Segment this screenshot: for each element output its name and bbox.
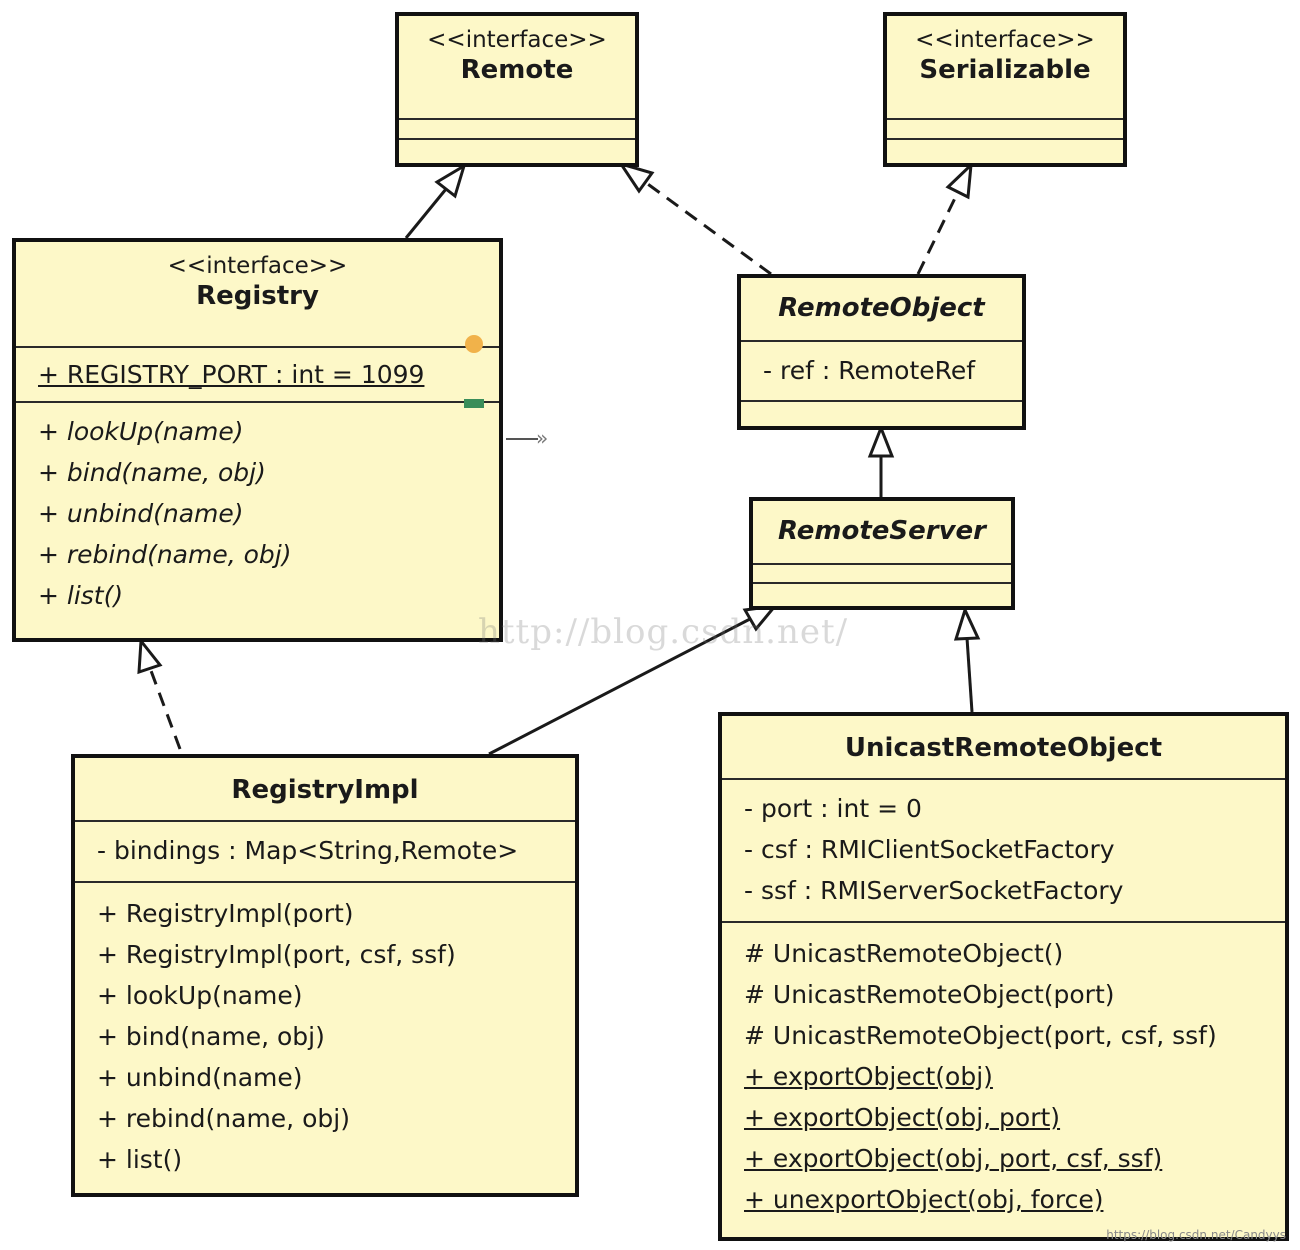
class-serializable[interactable]: <<interface>> Serializable: [883, 12, 1127, 167]
registry-extends-remote-arrowhead: [434, 162, 467, 199]
serializable-stereotype: <<interface>>: [915, 27, 1095, 53]
registry-extends-remote-line: [404, 188, 448, 239]
unicast-remote-object-operation: + unexportObject(obj, force): [744, 1185, 1104, 1214]
unicast-extends-remoteserver-line: [965, 637, 974, 713]
registry-operation: + unbind(name): [38, 499, 244, 528]
registry-impl-attribute: - bindings : Map<String,Remote>: [97, 836, 519, 865]
unicast-remote-object-attribute: - port : int = 0: [744, 794, 922, 823]
unicast-remote-object-attributes: - port : int = 0 - csf : RMIClientSocket…: [722, 780, 1285, 923]
registry-impl-operation: + bind(name, obj): [97, 1022, 325, 1051]
corner-watermark-text: https://blog.csdn.net/Candyys: [1106, 1228, 1286, 1242]
remote-object-attribute: - ref : RemoteRef: [763, 356, 976, 385]
remoteobject-implements-remote-line: [644, 180, 772, 276]
unicast-remote-object-attribute: - csf : RMIClientSocketFactory: [744, 835, 1115, 864]
class-remote-server[interactable]: RemoteServer: [749, 497, 1015, 610]
unicast-remote-object-operation: # UnicastRemoteObject(port, csf, ssf): [744, 1021, 1217, 1050]
unicast-remote-object-operations: # UnicastRemoteObject() # UnicastRemoteO…: [722, 923, 1285, 1224]
class-remote[interactable]: <<interface>> Remote: [395, 12, 639, 167]
green-selection-handle-icon[interactable]: [464, 399, 484, 408]
registry-impl-operation: + unbind(name): [97, 1063, 303, 1092]
watermark-text: http://blog.csdn.net/: [478, 612, 849, 652]
remote-object-attributes: - ref : RemoteRef: [741, 342, 1022, 402]
registry-attribute: + REGISTRY_PORT : int = 1099: [38, 360, 425, 389]
registry-name: Registry: [196, 281, 319, 311]
registry-operation: + rebind(name, obj): [38, 540, 292, 569]
registry-operation: + lookUp(name): [38, 417, 244, 446]
unicast-remote-object-operation: + exportObject(obj): [744, 1062, 993, 1091]
registry-attributes: + REGISTRY_PORT : int = 1099: [16, 348, 499, 403]
registry-impl-operation: + lookUp(name): [97, 981, 303, 1010]
remote-name: Remote: [460, 55, 574, 85]
remote-stereotype: <<interface>>: [427, 27, 607, 53]
class-remote-object[interactable]: RemoteObject - ref : RemoteRef: [737, 274, 1026, 430]
class-registry-impl[interactable]: RegistryImpl - bindings : Map<String,Rem…: [71, 754, 579, 1197]
registry-stereotype: <<interface>>: [167, 253, 348, 279]
class-registry[interactable]: <<interface>> Registry + REGISTRY_PORT :…: [12, 238, 503, 642]
remote-object-name: RemoteObject: [778, 293, 985, 323]
registry-impl-operations: + RegistryImpl(port) + RegistryImpl(port…: [75, 883, 575, 1184]
connector-arrow-icon: »: [536, 426, 549, 450]
registry-operation: + list(): [38, 581, 124, 610]
unicast-extends-remoteserver-arrowhead: [953, 605, 981, 641]
remoteobject-implements-serializable-arrowhead: [945, 161, 973, 200]
remoteobject-implements-serializable-line: [916, 191, 960, 275]
registry-impl-operation: + list(): [97, 1145, 183, 1174]
registry-operation: + bind(name, obj): [38, 458, 266, 487]
registry-impl-operation: + RegistryImpl(port, csf, ssf): [97, 940, 456, 969]
unicast-remote-object-name: UnicastRemoteObject: [844, 733, 1163, 763]
registry-impl-operation: + RegistryImpl(port): [97, 899, 354, 928]
unicast-remote-object-operation: # UnicastRemoteObject(): [744, 939, 1064, 968]
registryimpl-implements-registry-line: [148, 667, 182, 750]
unicast-remote-object-operation: + exportObject(obj, port): [744, 1103, 1061, 1132]
remoteserver-extends-remoteobject-arrowhead: [867, 423, 895, 458]
remote-server-name: RemoteServer: [778, 516, 986, 546]
orange-selection-handle-icon[interactable]: [465, 335, 483, 353]
unicast-remote-object-attribute: - ssf : RMIServerSocketFactory: [744, 876, 1124, 905]
unicast-remote-object-operation: # UnicastRemoteObject(port): [744, 980, 1115, 1009]
remoteobject-implements-remote-arrowhead: [617, 161, 655, 194]
class-unicast-remote-object[interactable]: UnicastRemoteObject - port : int = 0 - c…: [718, 712, 1289, 1241]
registry-impl-attributes: - bindings : Map<String,Remote>: [75, 822, 575, 883]
unicast-remote-object-operation: + exportObject(obj, port, csf, ssf): [744, 1144, 1163, 1173]
registry-impl-operation: + rebind(name, obj): [97, 1104, 350, 1133]
registryimpl-implements-registry-arrowhead: [137, 637, 163, 675]
registry-operations: + lookUp(name) + bind(name, obj) + unbin…: [16, 403, 499, 620]
serializable-name: Serializable: [919, 55, 1091, 85]
registry-impl-name: RegistryImpl: [231, 775, 419, 805]
